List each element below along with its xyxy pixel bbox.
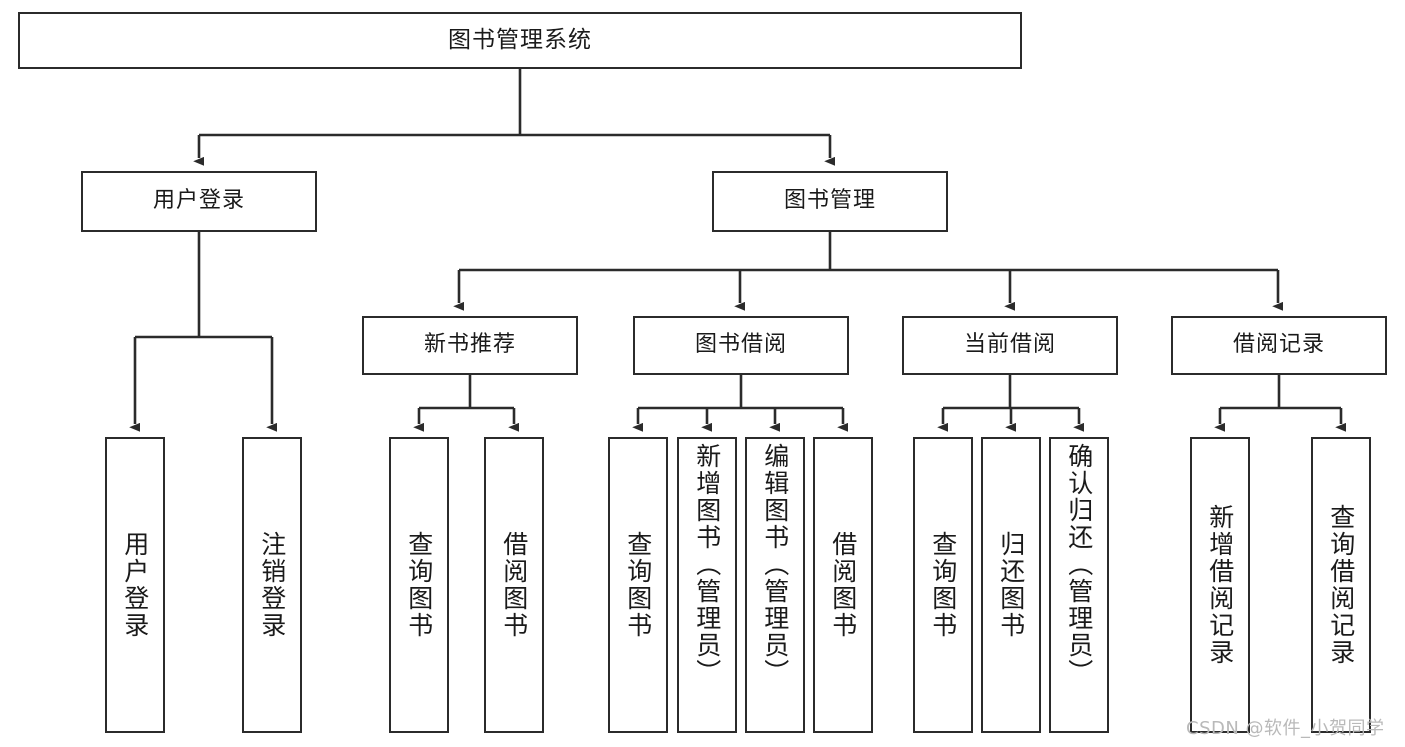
node-label: 查询图书 — [404, 531, 434, 639]
node-user-login[interactable]: 用户登录 — [81, 171, 317, 232]
leaf-edit-book-admin[interactable]: 编辑图书（管理员） — [745, 437, 805, 733]
node-label: 当前借阅 — [963, 332, 1056, 358]
leaf-borrow-book[interactable]: 借阅图书 — [813, 437, 873, 733]
leaf-query-borrow-record[interactable]: 查询借阅记录 — [1311, 437, 1371, 733]
node-label: 用户登录 — [120, 531, 150, 639]
leaf-user-login[interactable]: 用户登录 — [105, 437, 165, 733]
leaf-query-book-recommend[interactable]: 查询图书 — [389, 437, 449, 733]
leaf-add-borrow-record[interactable]: 新增借阅记录 — [1190, 437, 1250, 733]
node-book-borrow[interactable]: 图书借阅 — [633, 316, 849, 375]
leaf-confirm-return-admin[interactable]: 确认归还（管理员） — [1049, 437, 1109, 733]
node-label: 归还图书 — [996, 531, 1026, 639]
node-current-borrow[interactable]: 当前借阅 — [902, 316, 1118, 375]
node-label: 图书借阅 — [694, 332, 787, 358]
node-label: 查询借阅记录 — [1326, 504, 1356, 666]
node-borrow-record[interactable]: 借阅记录 — [1171, 316, 1387, 375]
node-label: 用户登录 — [152, 188, 245, 214]
node-label: 编辑图书（管理员） — [760, 443, 790, 686]
node-label: 借阅记录 — [1232, 332, 1325, 358]
node-label: 查询图书 — [623, 531, 653, 639]
node-label: 新增借阅记录 — [1205, 504, 1235, 666]
leaf-return-book[interactable]: 归还图书 — [981, 437, 1041, 733]
node-label: 注销登录 — [257, 531, 287, 639]
leaf-query-book-current[interactable]: 查询图书 — [913, 437, 973, 733]
leaf-add-book-admin[interactable]: 新增图书（管理员） — [677, 437, 737, 733]
node-label: 确认归还（管理员） — [1064, 443, 1094, 686]
leaf-borrow-book-recommend[interactable]: 借阅图书 — [484, 437, 544, 733]
node-label: 借阅图书 — [499, 531, 529, 639]
node-label: 新书推荐 — [423, 332, 516, 358]
node-label: 新增图书（管理员） — [692, 443, 722, 686]
node-new-book-recommend[interactable]: 新书推荐 — [362, 316, 578, 375]
node-book-manage[interactable]: 图书管理 — [712, 171, 948, 232]
node-label: 图书管理 — [783, 188, 876, 214]
leaf-logout[interactable]: 注销登录 — [242, 437, 302, 733]
node-label: 图书管理系统 — [448, 26, 592, 53]
node-root-system[interactable]: 图书管理系统 — [18, 12, 1022, 69]
csdn-watermark: CSDN @软件_小贺同学 — [1186, 718, 1385, 739]
node-label: 查询图书 — [928, 531, 958, 639]
node-label: 借阅图书 — [828, 531, 858, 639]
leaf-query-book-borrow[interactable]: 查询图书 — [608, 437, 668, 733]
